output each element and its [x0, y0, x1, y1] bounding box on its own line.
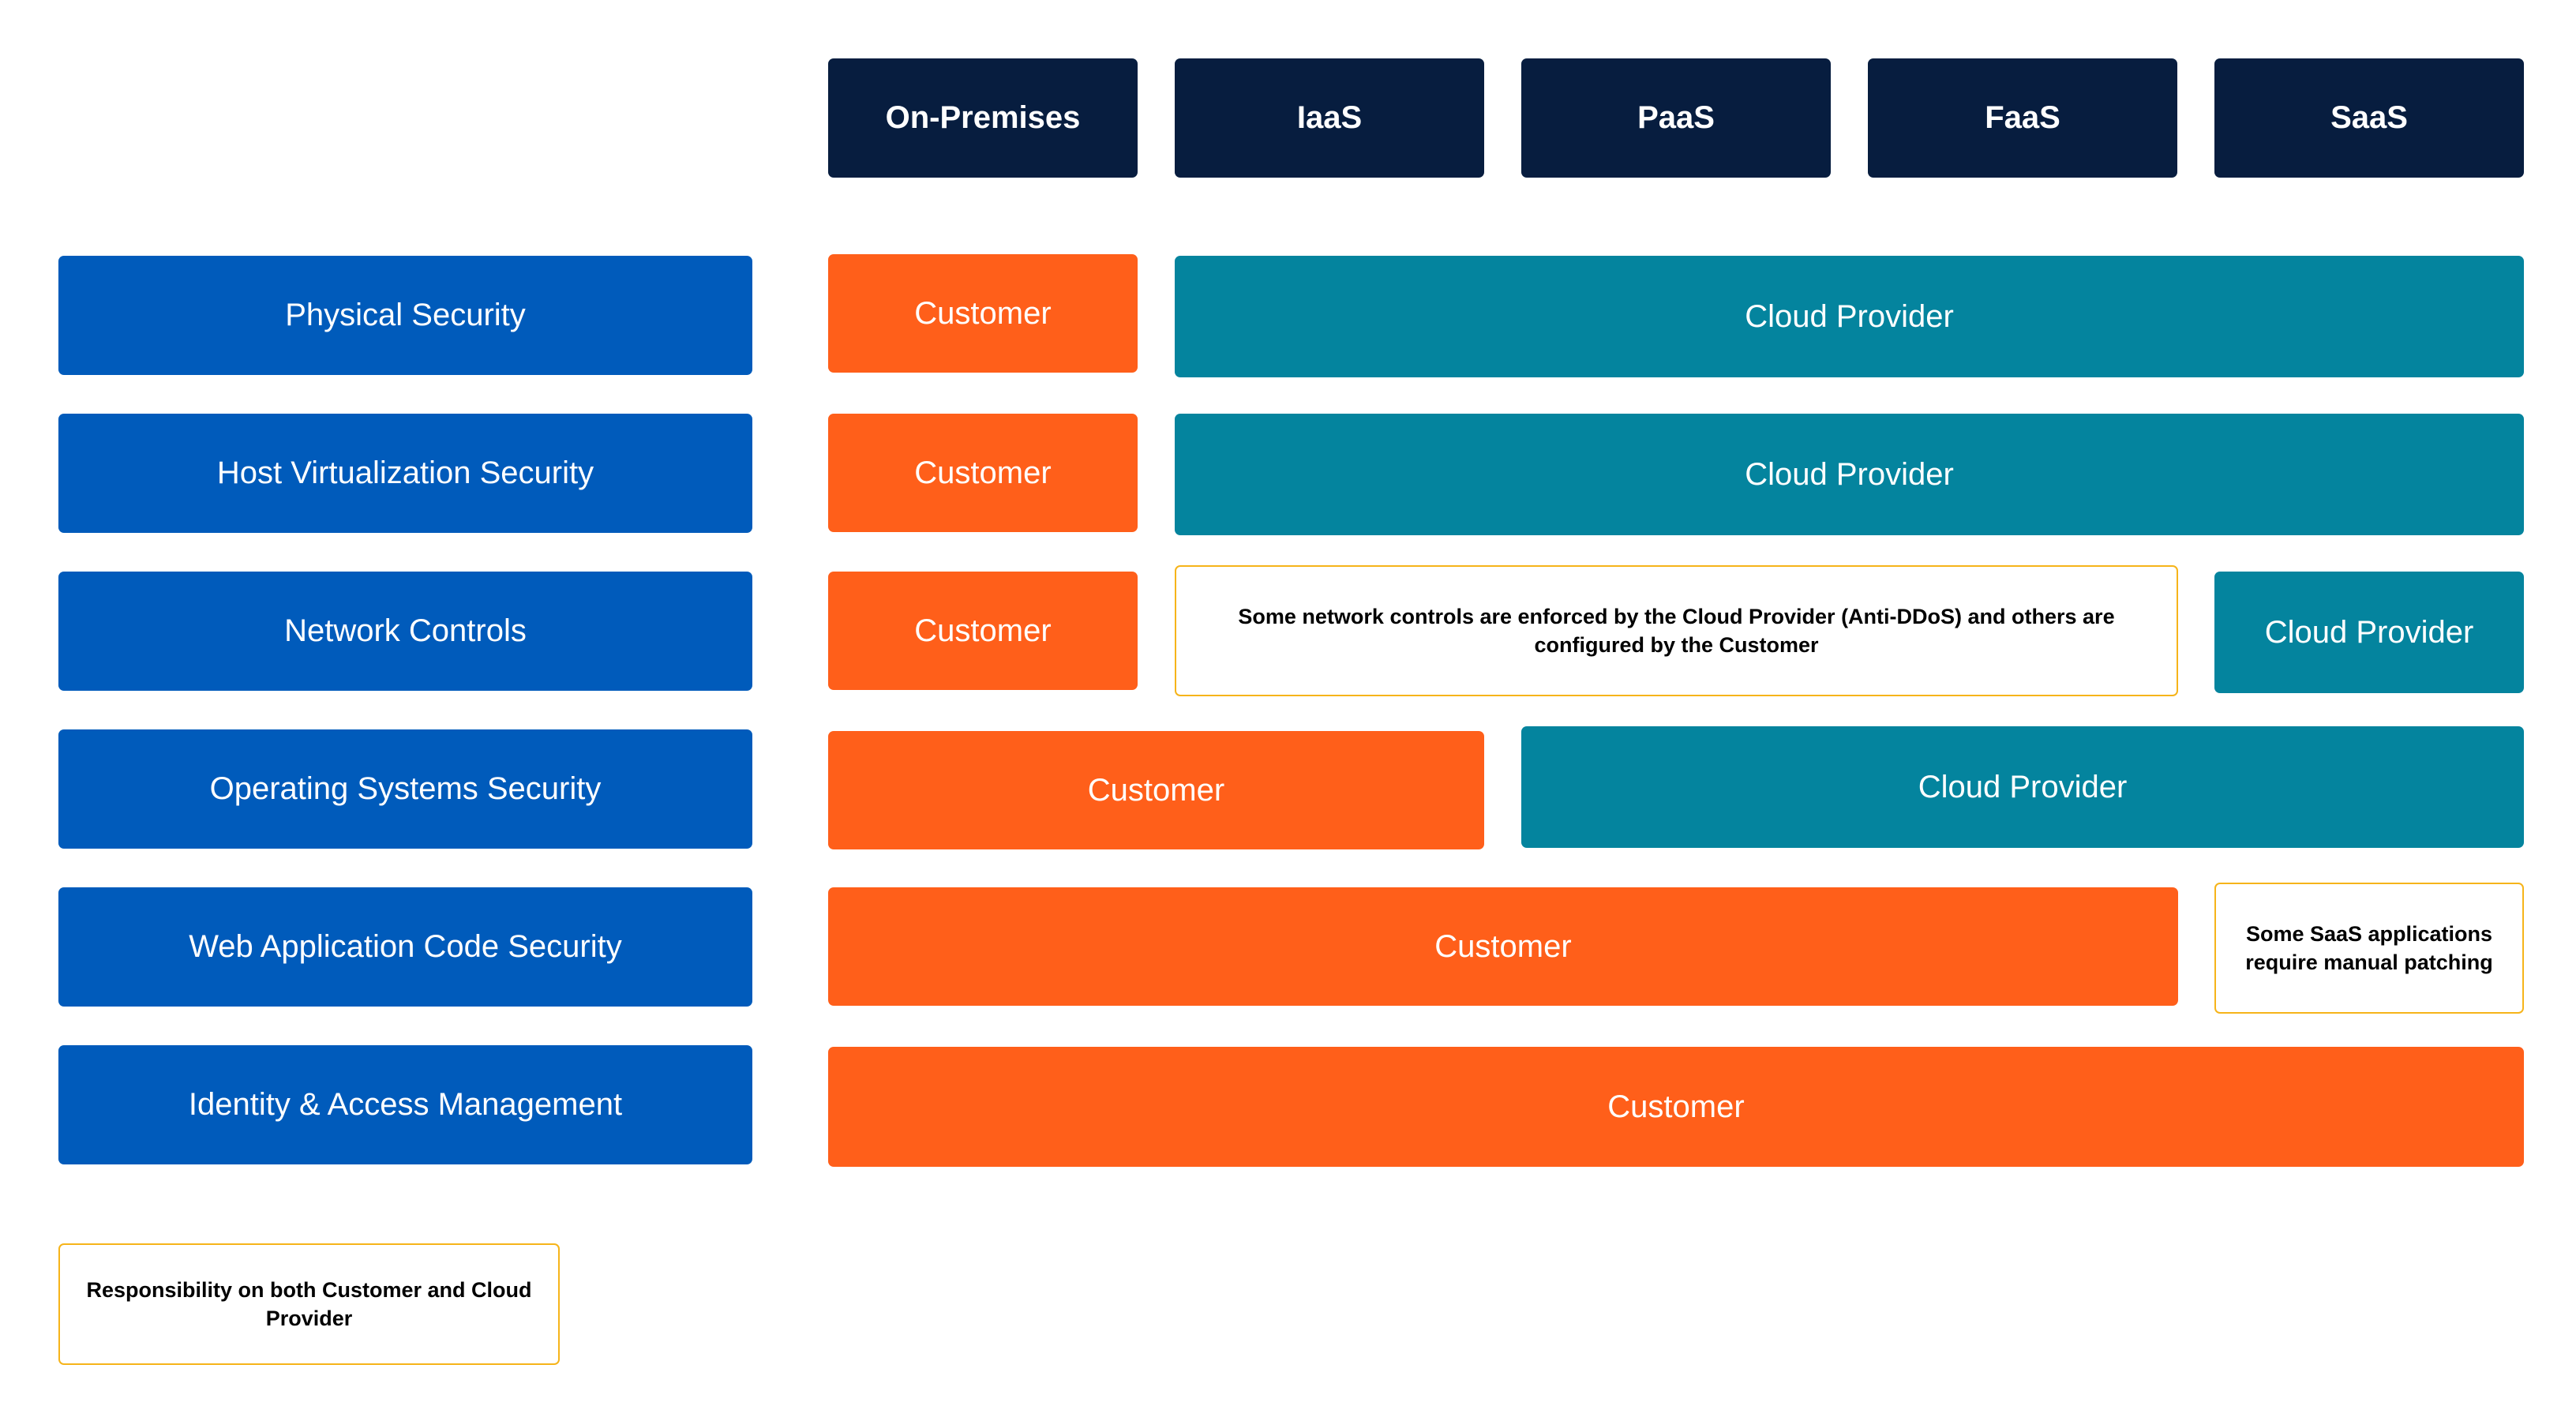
header-faas: FaaS: [1868, 58, 2177, 178]
category-host-virtualization-security: Host Virtualization Security: [58, 414, 752, 533]
host-virtualization-customer-cell: Customer: [828, 414, 1138, 532]
shared-responsibility-legend: Responsibility on both Customer and Clou…: [58, 1243, 560, 1365]
operating-systems-cloud-provider-cell: Cloud Provider: [1521, 726, 2524, 848]
header-paas: PaaS: [1521, 58, 1831, 178]
category-web-application-code-security: Web Application Code Security: [58, 887, 752, 1007]
physical-security-customer-cell: Customer: [828, 254, 1138, 373]
category-identity-access-management: Identity & Access Management: [58, 1045, 752, 1164]
header-saas: SaaS: [2214, 58, 2524, 178]
category-network-controls: Network Controls: [58, 572, 752, 691]
network-controls-cloud-provider-cell: Cloud Provider: [2214, 572, 2524, 693]
network-controls-customer-cell: Customer: [828, 572, 1138, 690]
network-controls-shared-note: Some network controls are enforced by th…: [1175, 565, 2178, 696]
saas-manual-patching-note: Some SaaS applications require manual pa…: [2214, 883, 2524, 1014]
identity-access-customer-cell: Customer: [828, 1047, 2524, 1167]
operating-systems-customer-cell: Customer: [828, 731, 1484, 849]
header-on-premises: On-Premises: [828, 58, 1138, 178]
physical-security-cloud-provider-cell: Cloud Provider: [1175, 256, 2524, 377]
category-operating-systems-security: Operating Systems Security: [58, 729, 752, 849]
web-application-customer-cell: Customer: [828, 887, 2178, 1006]
host-virtualization-cloud-provider-cell: Cloud Provider: [1175, 414, 2524, 535]
category-physical-security: Physical Security: [58, 256, 752, 375]
header-iaas: IaaS: [1175, 58, 1484, 178]
